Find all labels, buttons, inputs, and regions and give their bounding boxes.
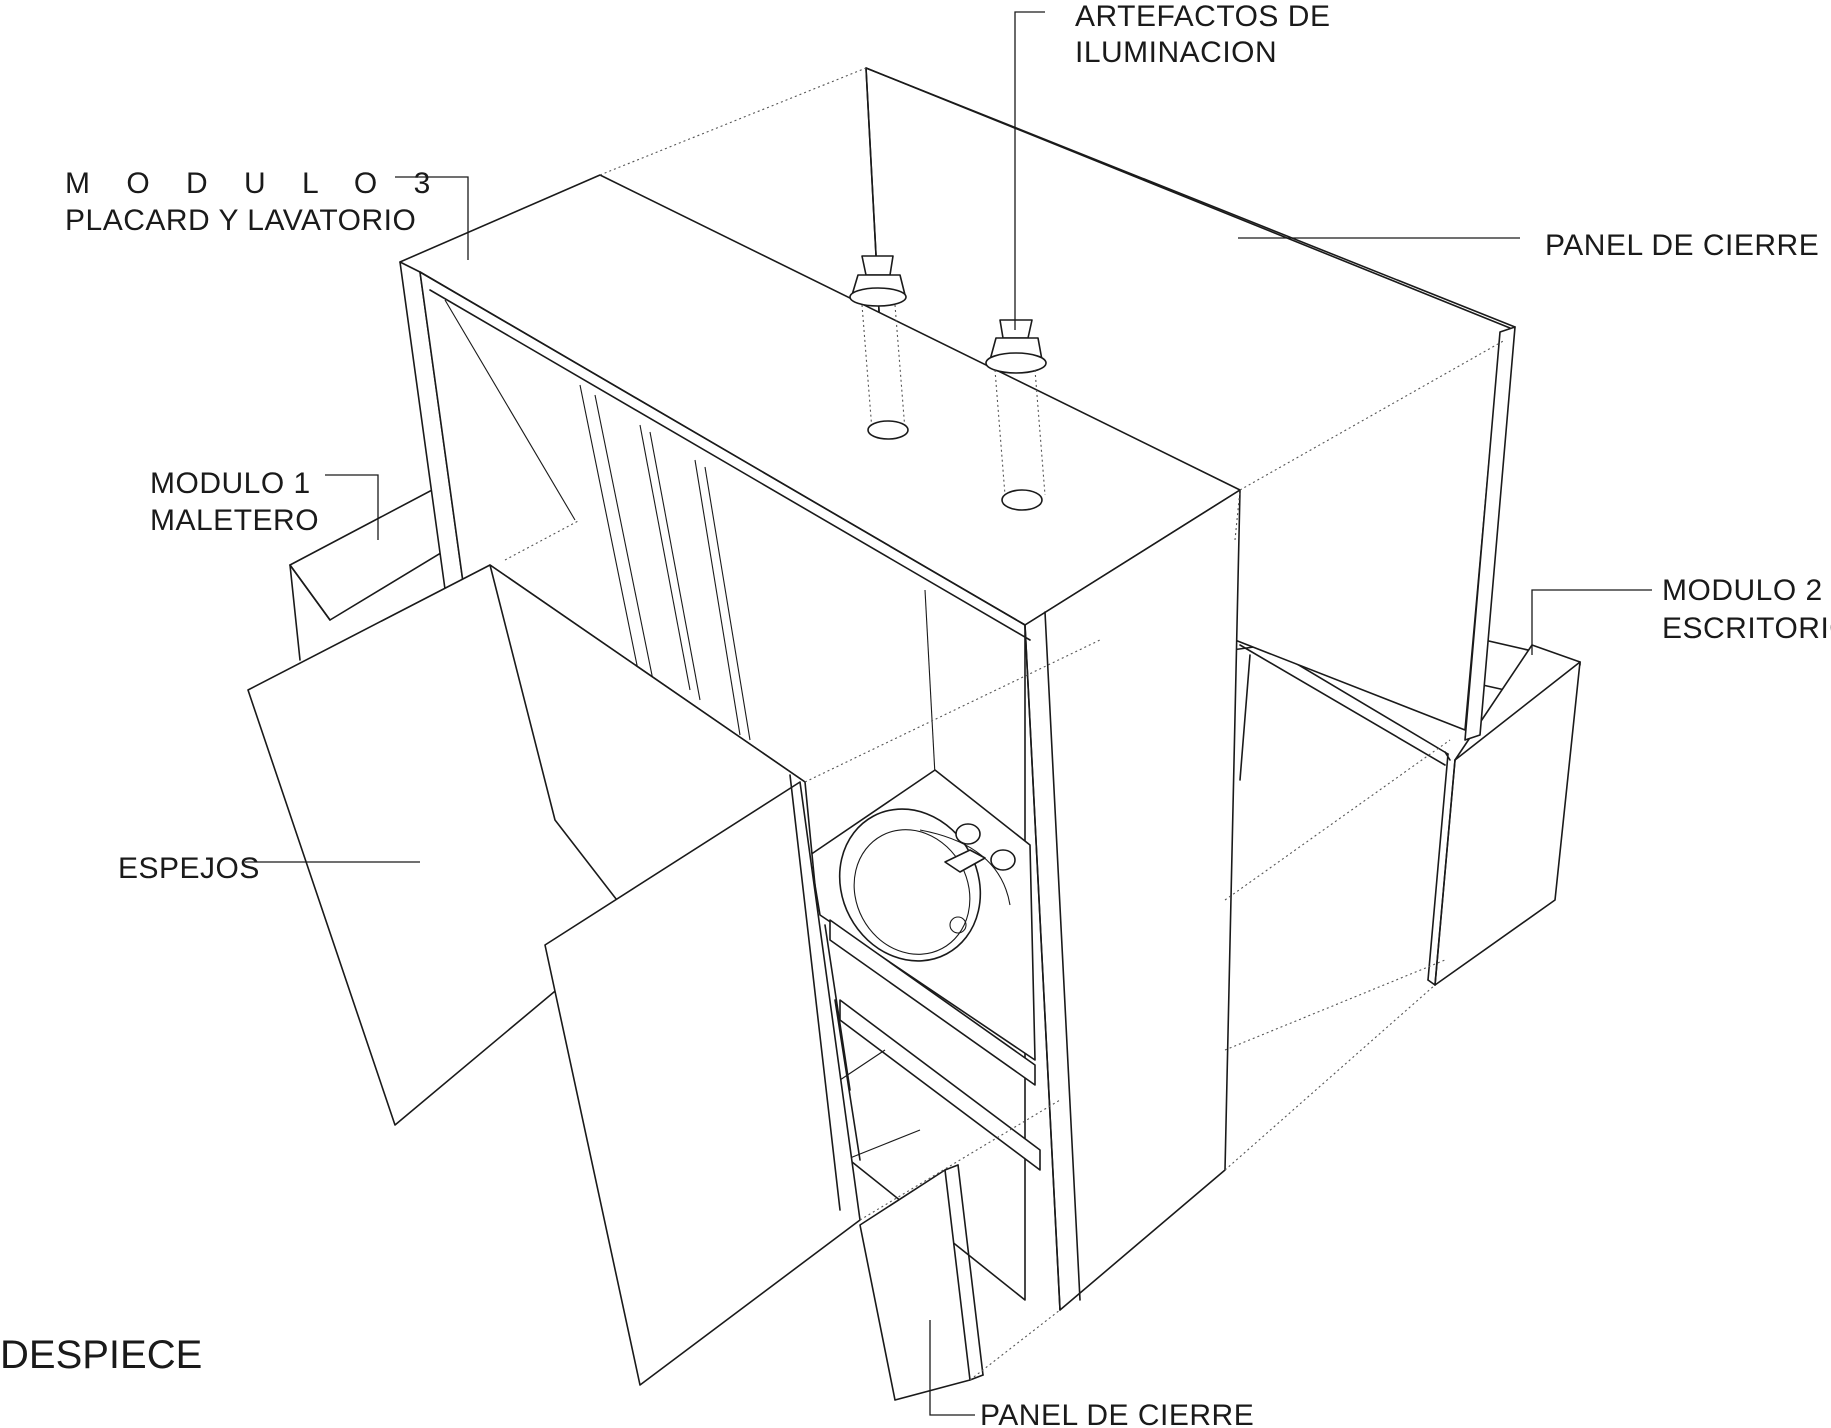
- label-modulo1-line1: MODULO 1: [150, 467, 311, 500]
- label-panel-cierre-top: PANEL DE CIERRE: [1545, 229, 1819, 262]
- label-artefactos-line1: ARTEFACTOS DE: [1075, 0, 1330, 33]
- drawing-title: DESPIECE: [0, 1333, 202, 1377]
- mirror-doors: [247, 564, 861, 1386]
- label-espejos: ESPEJOS: [118, 852, 260, 885]
- light-fixture-2: [985, 319, 1047, 511]
- wash-basin: [838, 808, 1016, 962]
- label-panel-cierre-bottom: PANEL DE CIERRE: [980, 1399, 1254, 1428]
- leader-lines: [245, 11, 1652, 1416]
- label-modulo3-line2: PLACARD Y LAVATORIO: [65, 204, 416, 237]
- label-modulo2-line2: ESCRITORIO: [1662, 612, 1831, 645]
- label-artefactos-line2: ILUMINACION: [1075, 36, 1277, 69]
- light-fixture-1: [849, 255, 909, 440]
- label-modulo3-line1: M O D U L O 3: [65, 167, 444, 200]
- back-closing-panel: [865, 67, 1516, 741]
- label-modulo2-line1: MODULO 2: [1662, 574, 1823, 607]
- projection-lines: [504, 67, 1506, 1381]
- label-modulo1-line2: MALETERO: [150, 504, 319, 537]
